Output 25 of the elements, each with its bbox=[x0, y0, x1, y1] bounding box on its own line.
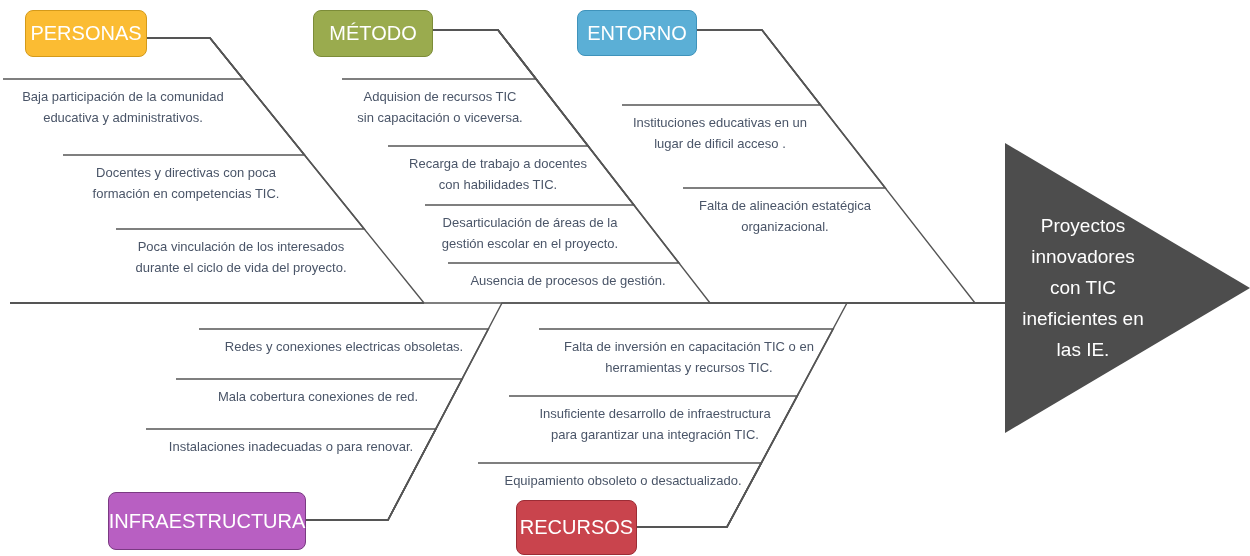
cause-text: Redes y conexiones electricas obsoletas. bbox=[199, 327, 489, 357]
cause-text: Docentes y directivas con poca formación en competencias TIC. bbox=[63, 153, 294, 204]
cause-text: Adquision de recursos TIC sin capacitación o viceversa. bbox=[342, 77, 525, 128]
cause-text: Mala cobertura conexiones de red. bbox=[176, 377, 448, 407]
rib-line bbox=[477, 462, 763, 528]
rib-line bbox=[682, 29, 887, 189]
category-box: RECURSOS bbox=[516, 500, 637, 555]
cause-text: Equipamiento obsoleto o desactualizado. bbox=[478, 461, 768, 491]
cause-text: Desarticulación de áreas de la gestión escolar en el proyecto. bbox=[425, 203, 630, 254]
rib-line bbox=[145, 428, 438, 521]
category-box: PERSONAS bbox=[25, 10, 147, 57]
cause-text: Baja participación de la comunidad educativa y administrativos. bbox=[3, 77, 243, 128]
category-box: MÉTODO bbox=[313, 10, 433, 57]
cause-text: Instalaciones inadecuadas o para renovar. bbox=[146, 427, 436, 457]
cause-text: Ausencia de procesos de gestión. bbox=[448, 261, 688, 291]
category-box: ENTORNO bbox=[577, 10, 697, 56]
cause-text: Falta de alineación estatégica organizacional. bbox=[683, 186, 885, 237]
cause-text: Recarga de trabajo a docentes con habilidades TIC. bbox=[388, 144, 593, 195]
cause-text: Insuficiente desarrollo de infraestructura para garantizar una integración TIC. bbox=[509, 394, 783, 445]
cause-text: Falta de inversión en capacitación TIC o en herramientas y recursos TIC. bbox=[539, 327, 839, 378]
category-box: INFRAESTRUCTURA bbox=[108, 492, 306, 550]
effect-triangle: Proyectos innovadores con TIC ineficientes en las IE. bbox=[1005, 143, 1250, 433]
rib-line bbox=[115, 37, 366, 230]
cause-text: Poca vinculación de los interesados durante el ciclo de vida del proyecto. bbox=[116, 227, 366, 278]
cause-text: Instituciones educativas en un lugar de dificil acceso . bbox=[622, 103, 808, 154]
